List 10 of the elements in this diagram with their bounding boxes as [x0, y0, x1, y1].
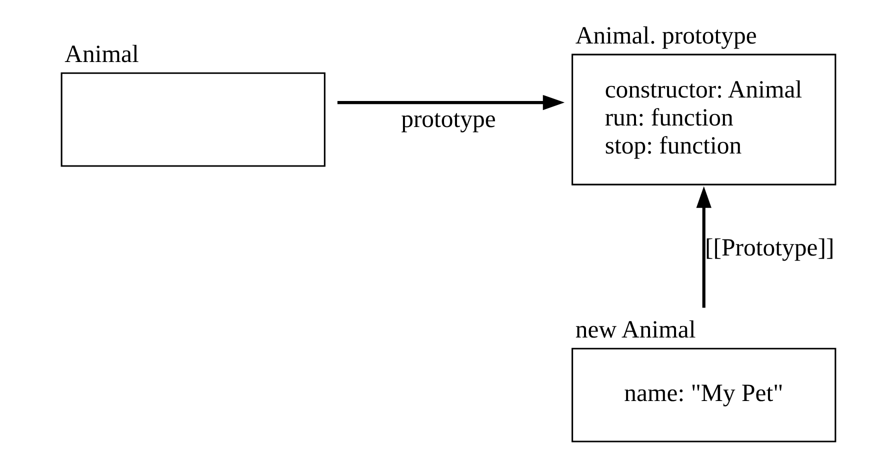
node-label: Animal: [64, 40, 138, 68]
node-label: Animal. prototype: [574, 22, 756, 50]
node-box: constructor: Animal run: function stop: function: [571, 54, 836, 186]
node-box: name: "My Pet": [571, 348, 836, 442]
edge-label: [[Prototype]]: [704, 234, 834, 262]
arrow: [336, 94, 564, 110]
node-label: new Animal: [574, 316, 696, 344]
edge-label: prototype: [400, 106, 496, 133]
arrow: [696, 186, 711, 308]
node-box: [60, 72, 325, 167]
